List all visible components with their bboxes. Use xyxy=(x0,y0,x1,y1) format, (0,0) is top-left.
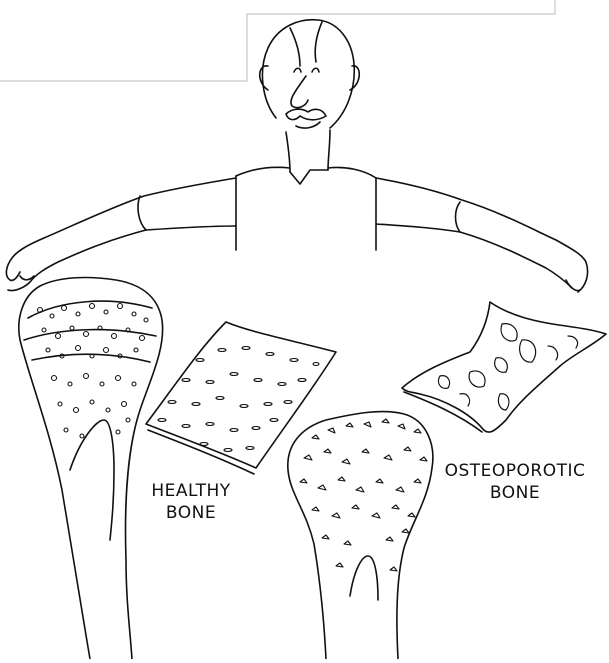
panel-frame xyxy=(0,0,555,81)
healthy-label-line1: HEALTHY xyxy=(146,480,236,502)
osteoporotic-bone-label: OSTEOPOROTIC BONE xyxy=(440,460,590,504)
healthy-label-line2: BONE xyxy=(146,502,236,524)
osteo-label-line2: BONE xyxy=(440,482,590,504)
osteoporotic-bone-femur xyxy=(288,412,433,659)
healthy-bone-label: HEALTHY BONE xyxy=(146,480,236,524)
healthy-bone-slab xyxy=(146,322,336,474)
man-figure xyxy=(6,20,587,292)
osteoporotic-bone-slab xyxy=(402,302,606,432)
healthy-bone-femur xyxy=(19,278,163,659)
osteo-label-line1: OSTEOPOROTIC xyxy=(440,460,590,482)
